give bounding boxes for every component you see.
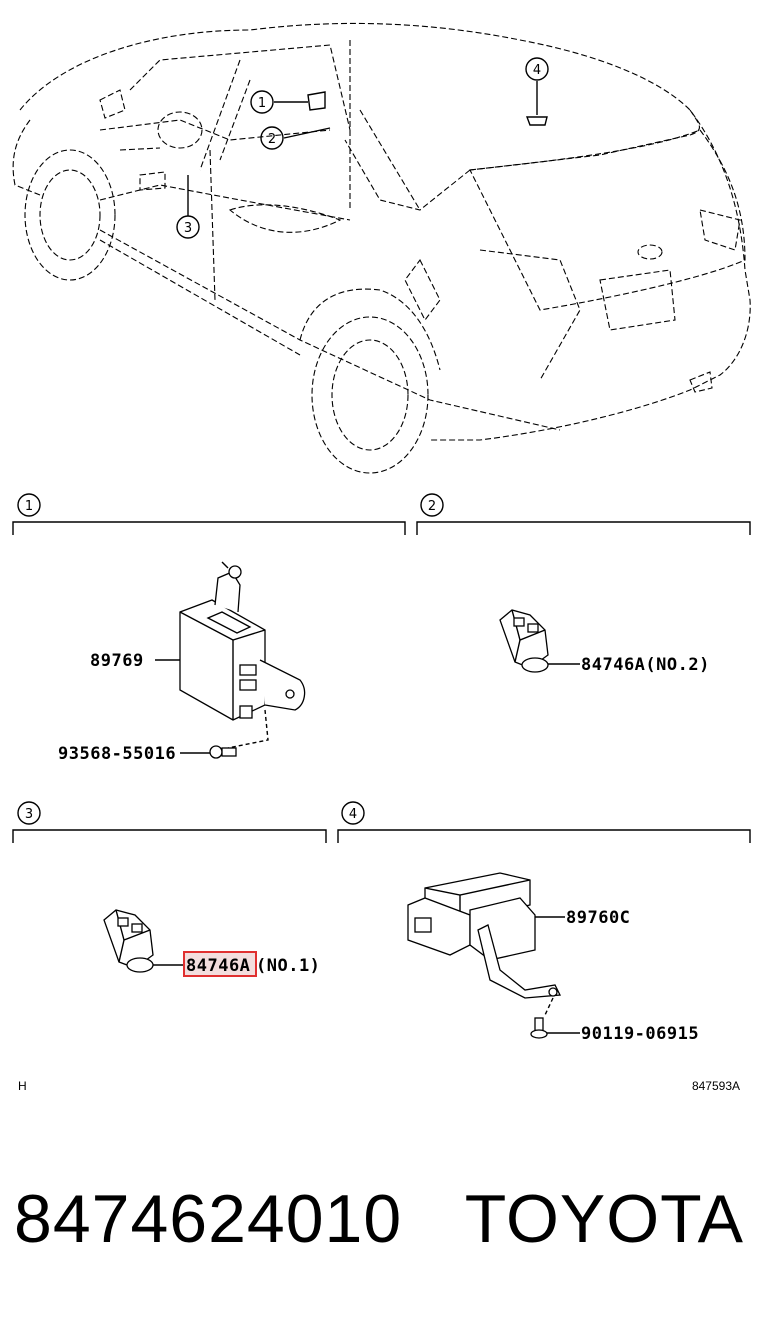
section-1-number: 1 [25, 499, 33, 514]
car-callout-1-label: 1 [258, 96, 266, 111]
parts-diagram: 1 2 3 4 1 [12, 22, 751, 1093]
section-4-number: 4 [349, 807, 357, 822]
section-1: 1 89769 93568-55016 [12, 493, 406, 764]
bolt-93568-55016 [209, 709, 269, 759]
label-93568-55016: 93568-55016 [58, 744, 176, 764]
highlight-box [183, 951, 257, 977]
car-callout-3: 3 [176, 175, 200, 239]
label-84746a-no2: 84746A(NO.2) [581, 655, 710, 675]
car-callout-4-label: 4 [533, 63, 541, 78]
footer-left-mark: H [18, 1079, 27, 1093]
footer: 8474624010 TOYOTA [0, 1180, 760, 1290]
car-callout-4: 4 [525, 57, 549, 126]
diagram-code: 847593A [692, 1079, 740, 1093]
ecu-module-89769 [179, 561, 306, 721]
sensor-89760c [407, 872, 562, 999]
car-callout-2: 2 [260, 126, 331, 150]
section-3: 3 84746A (NO.1) [12, 801, 327, 977]
section-2: 2 84746A(NO.2) [416, 493, 751, 675]
vehicle-illustration: 1 2 3 4 [12, 22, 751, 474]
bolt-90119-06915 [530, 997, 554, 1039]
section-2-number: 2 [428, 499, 436, 514]
car-callout-2-label: 2 [268, 132, 276, 147]
part-number: 8474624010 [14, 1181, 403, 1257]
section-4: 4 89760C 90119-06915 [337, 801, 751, 1044]
car-callout-1: 1 [250, 90, 326, 114]
label-89769: 89769 [90, 651, 144, 671]
label-84746a-no1-suffix: (NO.1) [256, 956, 320, 976]
switch-84746a-no1 [103, 909, 154, 973]
label-89760c: 89760C [566, 908, 630, 928]
brand-name: TOYOTA [464, 1181, 744, 1257]
switch-84746a-no2 [499, 609, 549, 673]
car-callout-3-label: 3 [184, 221, 192, 236]
label-84746a-no1-code: 84746A [186, 956, 250, 976]
label-90119-06915: 90119-06915 [581, 1024, 699, 1044]
section-3-number: 3 [25, 807, 33, 822]
